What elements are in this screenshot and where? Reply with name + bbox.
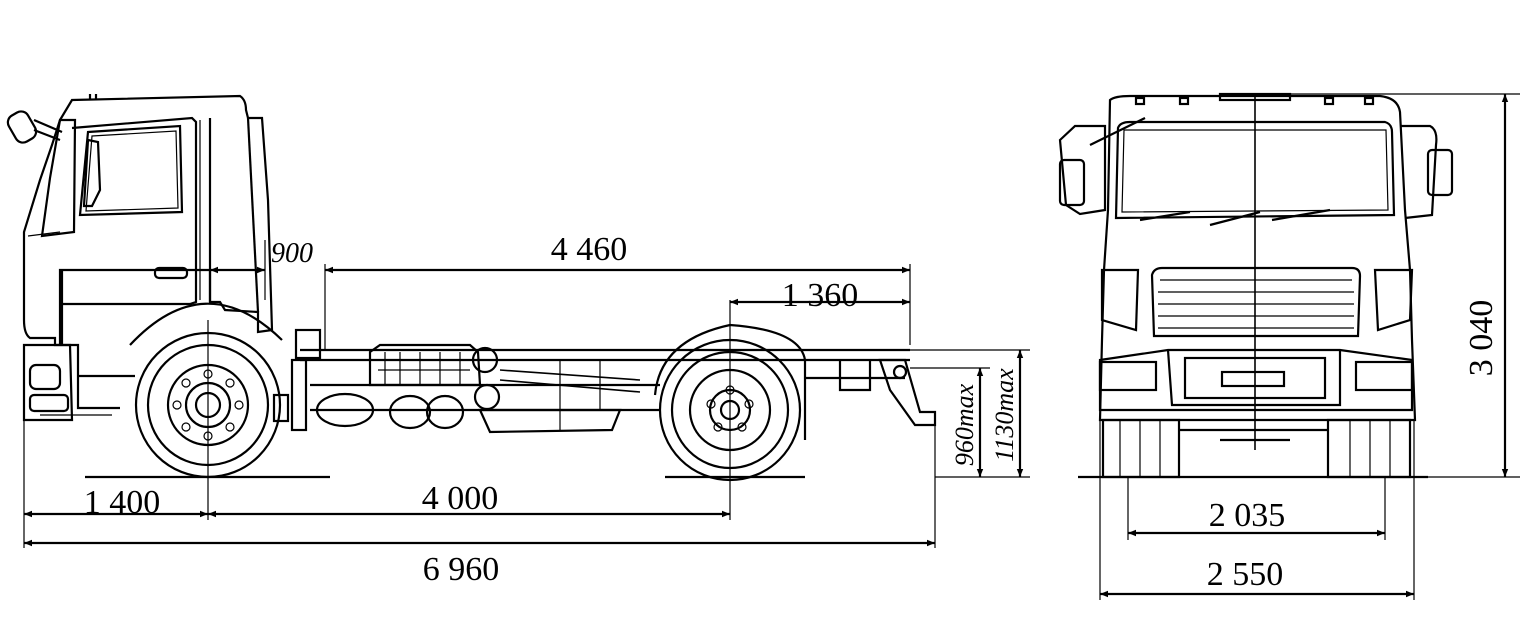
label-front-overhang: 1 400 [84,484,161,521]
front-view-tires [1101,418,1412,479]
label-frame-length: 4 460 [551,231,628,268]
left-mirror [1058,124,1107,216]
label-overall-length: 6 960 [423,551,500,588]
front-view: 3 040 2 035 2 550 [1058,92,1520,600]
rear-hitch [805,358,937,427]
label-coupling-height: 1130max [990,368,1019,462]
right-mirror [1400,124,1438,220]
front-wheel-arch [129,302,283,346]
side-view: 4 460 1 360 900 1 400 4 000 6 960 960max… [6,94,1030,588]
label-frame-height: 960max [950,383,979,466]
label-track: 2 035 [1209,497,1286,534]
cab [6,94,274,410]
label-cab-gap: 900 [271,238,313,269]
front-cab-outline [1098,94,1417,422]
label-wheelbase: 4 000 [422,480,499,517]
front-bumper [22,343,112,422]
label-rear-overhang: 1 360 [782,277,859,314]
label-width: 2 550 [1207,556,1284,593]
engine-block [272,328,501,432]
front-grille [1150,266,1362,338]
label-height: 3 040 [1463,300,1500,377]
